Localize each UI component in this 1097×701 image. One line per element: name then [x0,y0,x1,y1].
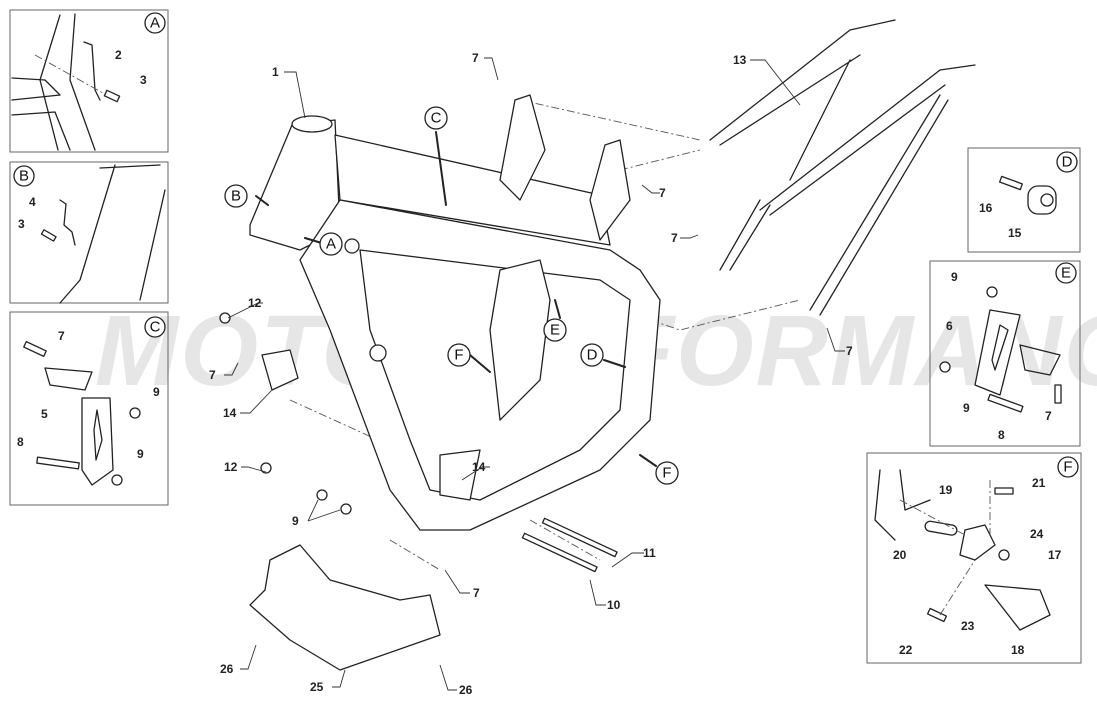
svg-text:8: 8 [998,428,1005,442]
svg-text:18: 18 [1011,643,1025,657]
svg-text:15: 15 [1008,226,1022,240]
svg-text:20: 20 [893,548,907,562]
detail-panel-d [967,147,1081,253]
svg-text:C: C [150,319,161,336]
callout-a-main: A [319,232,343,256]
part-label: 26 [459,683,473,697]
svg-text:B: B [231,188,241,205]
part-label: 7 [671,231,678,245]
detail-panel-a [9,9,169,153]
part-label: 7 [473,586,480,600]
callout-f-main-right: F [655,461,679,485]
svg-text:F: F [1063,459,1072,476]
part-label: 14 [223,406,237,420]
part-label: 11 [643,546,656,560]
svg-text:9: 9 [963,401,970,415]
panel-a-drawing [11,13,121,151]
callout-e-panel: E [1055,262,1077,284]
svg-text:3: 3 [140,73,147,87]
part-label: 12 [224,460,238,474]
part-label: 7 [472,51,479,65]
svg-text:23: 23 [961,619,975,633]
part-label: 1 [272,65,279,79]
svg-text:2: 2 [115,48,122,62]
callout-b-main: B [224,184,248,208]
detail-panel-e [929,260,1081,447]
detail-panel-c [9,311,169,506]
panel-d-drawing [998,175,1057,215]
panel-f-drawing [874,469,1051,631]
part-label: 13 [733,53,747,67]
svg-text:A: A [150,15,160,32]
svg-text:6: 6 [946,319,953,333]
svg-text:9: 9 [137,447,144,461]
callout-e-main: E [543,318,567,342]
panel-labels: 2 3 4 3 7 9 5 8 9 16 15 9 6 9 8 7 19 21 … [17,48,1062,657]
part-label: 9 [292,514,299,528]
svg-text:D: D [587,347,598,364]
callout-f-panel: F [1057,456,1079,478]
part-label: 7 [209,368,216,382]
main-part-labels: 1 7 13 7 7 12 7 14 12 7 14 9 11 7 10 26 … [209,51,853,697]
part-label: 7 [846,344,853,358]
svg-text:F: F [454,347,463,364]
svg-text:E: E [550,322,560,339]
svg-text:D: D [1062,154,1073,171]
svg-text:8: 8 [17,435,24,449]
part-label: 12 [248,296,262,310]
part-label: 14 [472,460,486,474]
panel-c-drawing [23,340,141,486]
svg-text:A: A [326,236,336,253]
detail-panel-b [9,161,169,304]
svg-text:F: F [662,465,671,482]
callout-b-panel: B [13,165,35,187]
svg-text:C: C [431,110,442,127]
leader-lines [224,57,845,691]
svg-text:16: 16 [979,201,993,215]
panel-e-drawing [939,286,1062,413]
svg-text:5: 5 [41,407,48,421]
svg-text:19: 19 [939,483,953,497]
callout-a-panel: A [144,12,166,34]
svg-text:E: E [1061,265,1071,282]
part-label: 7 [659,186,666,200]
callout-f-main-left: F [447,343,471,367]
svg-text:B: B [19,168,29,185]
callout-d-main: D [580,343,604,367]
svg-text:17: 17 [1048,548,1062,562]
part-label: 10 [607,598,621,612]
panel-b-drawing [40,164,166,304]
svg-text:9: 9 [951,270,958,284]
part-label: 26 [220,662,234,676]
svg-text:3: 3 [18,217,25,231]
callout-c-panel: C [144,316,166,338]
svg-text:21: 21 [1032,476,1046,490]
svg-text:7: 7 [1045,409,1052,423]
callout-d-panel: D [1056,151,1078,173]
part-label: 25 [310,680,324,694]
main-frame-drawing [219,19,976,671]
svg-text:7: 7 [58,329,65,343]
svg-text:24: 24 [1030,527,1044,541]
detail-panel-f [866,452,1082,664]
callout-c-main: C [424,106,448,130]
svg-text:4: 4 [29,195,36,209]
svg-text:9: 9 [153,385,160,399]
svg-text:22: 22 [899,643,913,657]
